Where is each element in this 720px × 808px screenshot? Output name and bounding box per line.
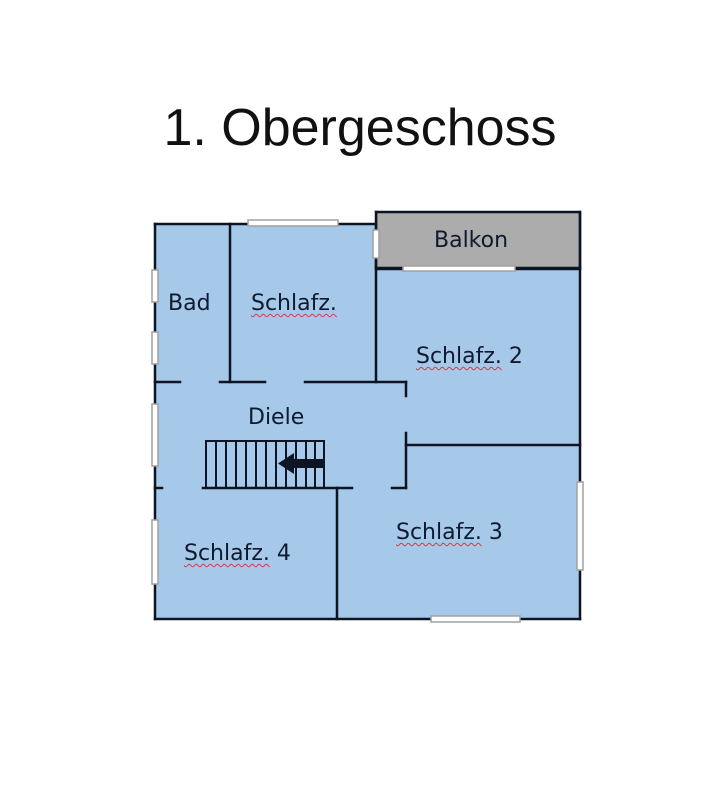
room-label-schlafz1-text: Schlafz.	[251, 291, 337, 316]
room-label-balkon: Balkon	[434, 228, 509, 253]
windows	[151, 219, 584, 623]
room-label-schlafz3-word: Schlafz.	[396, 520, 482, 545]
room-label-schlafz2-num: 2	[501, 344, 523, 369]
window-bad-1	[151, 269, 159, 303]
room-label-schlafz1: Schlafz.	[251, 291, 337, 317]
room-label-schlafz4-word: Schlafz.	[184, 541, 270, 566]
stairs-arrow-left-icon	[278, 453, 324, 474]
floor-plan-title: 1. Obergeschoss	[163, 99, 557, 157]
window-bad-2	[151, 331, 159, 365]
room-label-diele: Diele	[248, 405, 305, 430]
window-schlafz3-right	[576, 481, 584, 571]
window-schlafz1-top	[247, 219, 339, 227]
window-schlafz1-right	[372, 229, 380, 259]
room-label-schlafz2-word: Schlafz.	[416, 344, 502, 369]
house-fill	[155, 224, 580, 619]
room-label-schlafz2: Schlafz. 2	[416, 344, 523, 370]
room-label-schlafz3: Schlafz. 3	[396, 520, 503, 546]
window-schlafz3-bottom	[430, 615, 521, 623]
window-schlafz4	[151, 519, 159, 585]
room-label-schlafz4: Schlafz. 4	[184, 541, 291, 567]
room-label-bad: Bad	[168, 291, 211, 316]
room-label-schlafz3-num: 3	[481, 520, 503, 545]
window-balkon-door	[402, 265, 516, 272]
room-label-schlafz4-num: 4	[269, 541, 291, 566]
window-diele	[151, 403, 159, 467]
